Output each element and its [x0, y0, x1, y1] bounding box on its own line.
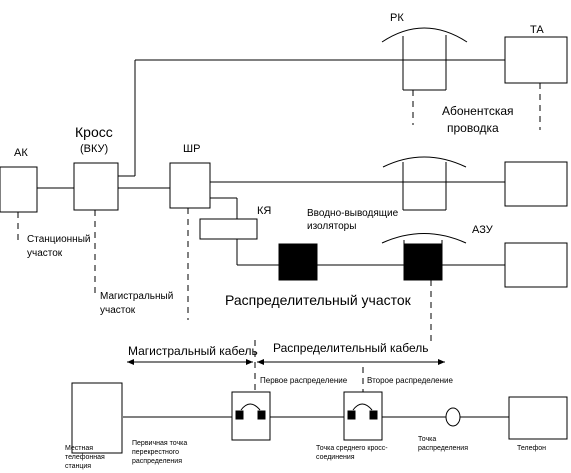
- label-local-station-2: телефонная: [65, 454, 105, 461]
- shr-box: [169, 162, 211, 209]
- lower-cable-arrows: [127, 340, 445, 395]
- arrowhead-left-1: [127, 359, 134, 365]
- label-magistral-2: участок: [100, 305, 136, 316]
- kya-box: [199, 218, 258, 240]
- azu-dome: [381, 233, 467, 244]
- label-ak: АК: [14, 147, 28, 159]
- label-station-1: Станционный: [27, 234, 90, 245]
- upper-labels: АК Кросс (ВКУ) ШР РК ТА КЯ АЗУ Абонентск…: [14, 12, 544, 316]
- label-distribution-point-2: распределения: [418, 445, 468, 452]
- arrowhead-right-2: [438, 359, 445, 365]
- middle-crossconnect: [343, 391, 383, 441]
- subscriber-box-2: [504, 161, 568, 207]
- upper-boxes: [0, 36, 568, 288]
- telephone-box: [508, 396, 568, 440]
- label-kya: КЯ: [257, 205, 271, 217]
- local-station-box: [71, 382, 123, 454]
- label-abonent-2: проводка: [447, 121, 499, 135]
- label-primary-point-2: перекрестного: [132, 449, 179, 456]
- label-middle-point-2: соединения: [316, 454, 355, 461]
- kross-box: [73, 162, 119, 211]
- label-distribution-section: Распределительный участок: [225, 292, 412, 308]
- label-magistral-1: Магистральный: [100, 291, 173, 302]
- label-distribution-point-1: Точка: [418, 436, 436, 443]
- label-ta: ТА: [530, 24, 544, 36]
- upper-domes: [381, 27, 468, 244]
- ak-box: [0, 166, 38, 213]
- insulator-block-1: [278, 243, 318, 281]
- label-vku: (ВКУ): [80, 143, 108, 155]
- label-magistral-cable: Магистральный кабель: [128, 344, 258, 358]
- lower-labels: Магистральный кабель Распределительный к…: [65, 341, 546, 470]
- label-local-station-1: Местная: [65, 445, 93, 452]
- ta-box: [504, 36, 568, 84]
- label-telephone: Телефон: [517, 445, 546, 452]
- label-primary-point-3: распределения: [132, 458, 182, 465]
- arrowhead-right-1: [246, 359, 253, 365]
- distribution-point-circle: [445, 407, 461, 427]
- azu-block: [403, 243, 443, 281]
- label-azu: АЗУ: [472, 224, 494, 236]
- label-middle-point-1: Точка среднего кросс-: [316, 445, 388, 452]
- label-second-distribution: Второе распределение: [367, 376, 453, 385]
- subscriber-box-3: [504, 242, 568, 288]
- label-insulators-1: Вводно-выводящие: [307, 208, 399, 219]
- label-distribution-cable: Распределительный кабель: [273, 341, 428, 355]
- label-shr: ШР: [183, 143, 200, 155]
- label-first-distribution: Первое распределение: [260, 376, 348, 385]
- label-kross: Кросс: [75, 124, 113, 140]
- label-abonent-1: Абонентская: [442, 104, 514, 118]
- upper-dashes: [17, 83, 541, 345]
- label-local-station-3: станция: [65, 463, 91, 470]
- label-station-2: участок: [27, 248, 63, 259]
- primary-crossconnect: [231, 391, 271, 441]
- arrowhead-left-2: [257, 359, 264, 365]
- label-rk: РК: [390, 12, 404, 24]
- rk-dome: [381, 27, 468, 91]
- label-primary-point-1: Первичная точка: [132, 440, 187, 447]
- label-insulators-2: изоляторы: [307, 221, 356, 232]
- lower-line: [71, 382, 568, 454]
- subscriber-dome-2: [382, 156, 467, 211]
